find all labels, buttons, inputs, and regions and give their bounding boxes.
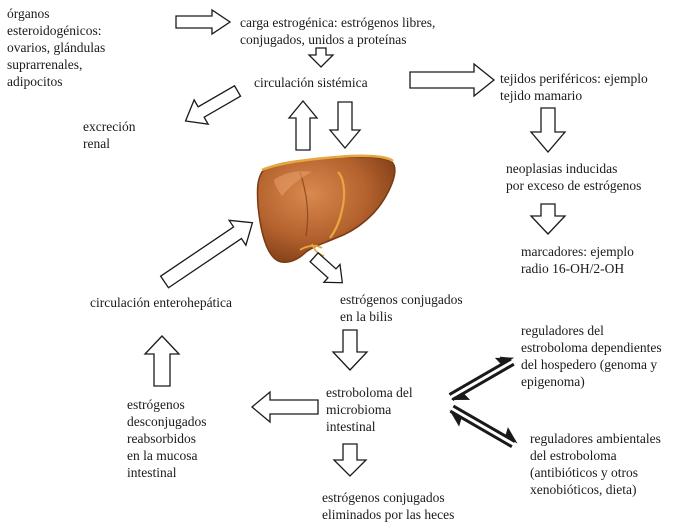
node-circulacion-enterohepatica: circulación enterohepática [90, 294, 232, 311]
arrow-bilis-to-estroboloma [333, 330, 367, 370]
node-reguladores-ambientales: reguladores ambientales del estroboloma … [530, 430, 661, 498]
liver-body [257, 157, 394, 262]
arrow-regulators-hospedero-exchange [446, 351, 519, 406]
node-reguladores-hospedero: reguladores del estroboloma dependientes… [521, 322, 662, 390]
node-estrogenos-desconjugados: estrógenos desconjugados reabsorbidos en… [127, 396, 206, 481]
arrow-liver-to-circulacion [289, 101, 317, 150]
arrow-carga-to-circulacion [309, 48, 333, 67]
arrow-neoplasias-to-marcadores [531, 204, 565, 234]
node-circulacion-sistemica: circulación sistémica [254, 74, 368, 91]
liver-illustration [257, 156, 394, 263]
arrow-estroboloma-to-heces [334, 444, 366, 476]
arrow-desconjugados-to-enterohepatica [145, 336, 179, 386]
arrow-enterohepatica-to-liver [156, 210, 261, 294]
node-carga-estrogenica: carga estrogénica: estrógenos libres, co… [240, 14, 435, 48]
arrow-estroboloma-to-desconjugados [252, 392, 318, 422]
node-estrogenos-heces: estrógenos conjugados eliminados por las… [322, 489, 454, 523]
arrow-liver-to-bilis [306, 248, 350, 291]
node-estrogenos-bilis: estrógenos conjugados en la bilis [340, 291, 463, 325]
arrow-circulacion-to-excrecion [179, 79, 245, 133]
node-estroboloma-microbioma: estroboloma del microbioma intestinal [326, 384, 413, 435]
arrow-circulacion-to-tejidos [410, 64, 494, 96]
arrow-regulators-ambientales-exchange [447, 399, 520, 454]
node-marcadores: marcadores: ejemplo radio 16-OH/2-OH [521, 243, 634, 277]
arrow-circulacion-to-liver [330, 102, 360, 148]
node-neoplasias: neoplasias inducidas por exceso de estró… [506, 160, 641, 194]
node-excrecion-renal: excreción renal [83, 118, 135, 152]
node-organos-esteroidogenicos: órganos esteroidogénicos: ovarios, glánd… [7, 5, 105, 90]
node-tejidos-perifericos: tejidos periféricos: ejemplo tejido mama… [500, 70, 648, 104]
arrow-tejidos-to-neoplasias [531, 108, 565, 152]
arrow-organos-to-carga [176, 10, 230, 34]
